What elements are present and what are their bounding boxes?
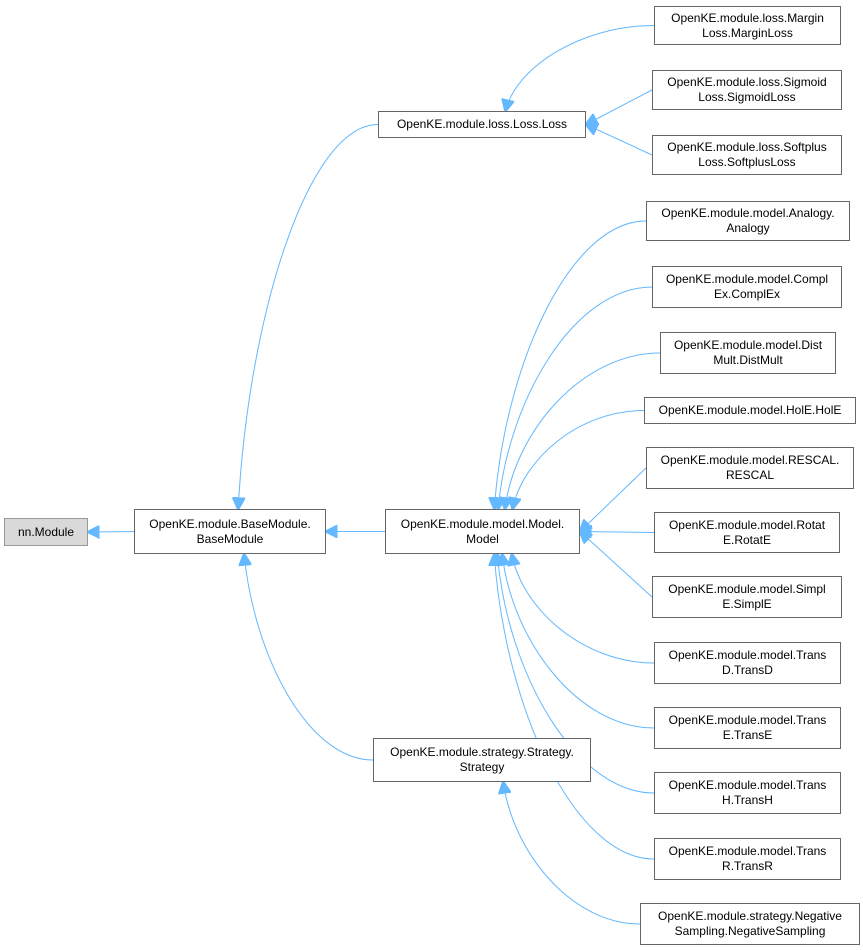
rescal-label-line2: RESCAL <box>725 468 775 482</box>
strategy-label-line2: Strategy <box>459 760 505 774</box>
complex-label-line1: OpenKE.module.model.Compl <box>665 272 829 286</box>
transh-node[interactable]: OpenKE.module.model.Trans H.TransH <box>654 772 841 814</box>
base-module-label-line1: OpenKE.module.BaseModule. <box>149 516 311 531</box>
softplus-loss-node[interactable]: OpenKE.module.loss.Softplus Loss.Softplu… <box>652 135 842 175</box>
complex-node[interactable]: OpenKE.module.model.Compl Ex.ComplEx <box>652 266 842 308</box>
rescal-label-line1: OpenKE.module.model.RESCAL. <box>660 453 840 467</box>
simple-node[interactable]: OpenKE.module.model.Simpl E.SimplE <box>652 576 842 618</box>
edge-base_module-to-nn_module <box>88 532 135 533</box>
transe-node[interactable]: OpenKE.module.model.Trans E.TransE <box>654 707 841 749</box>
complex-label-line2: Ex.ComplEx <box>713 287 781 301</box>
edge-softplus_loss-to-loss <box>586 125 653 156</box>
negative-sampling-label-line2: Sampling.NegativeSampling <box>674 924 826 938</box>
transd-node[interactable]: OpenKE.module.model.Trans D.TransD <box>654 642 841 684</box>
edge-negative_sampling-to-strategy <box>503 782 641 925</box>
simple-label-line1: OpenKE.module.model.Simpl <box>668 582 826 596</box>
edge-simple-to-model <box>580 532 653 598</box>
edge-transe-to-model <box>502 554 655 729</box>
edge-analogy-to-model <box>494 220 647 509</box>
transr-label-line1: OpenKE.module.model.Trans <box>668 844 827 858</box>
analogy-label-line1: OpenKE.module.model.Analogy. <box>661 206 835 220</box>
edge-sigmoid_loss-to-loss <box>586 89 653 125</box>
edge-complex-to-model <box>498 286 653 509</box>
margin-loss-label-line1: OpenKE.module.loss.Margin <box>671 10 824 25</box>
hole-label: OpenKE.module.model.HolE.HolE <box>658 403 842 417</box>
transe-label-line1: OpenKE.module.model.Trans <box>668 713 827 727</box>
transr-node[interactable]: OpenKE.module.model.Trans R.TransR <box>654 838 841 880</box>
margin-loss-label-line2: Loss.MarginLoss <box>702 25 793 40</box>
model-node[interactable]: OpenKE.module.model.Model. Model <box>385 509 580 554</box>
distmult-node[interactable]: OpenKE.module.model.Dist Mult.DistMult <box>660 332 836 374</box>
transd-label-line1: OpenKE.module.model.Trans <box>668 648 827 662</box>
loss-node[interactable]: OpenKE.module.loss.Loss.Loss <box>378 111 586 138</box>
rescal-node[interactable]: OpenKE.module.model.RESCAL. RESCAL <box>646 447 854 489</box>
hole-node[interactable]: OpenKE.module.model.HolE.HolE <box>644 397 856 424</box>
transr-label-line2: R.TransR <box>722 859 773 873</box>
edge-margin_loss-to-loss <box>505 25 655 112</box>
edge-transd-to-model <box>512 554 655 664</box>
analogy-label-line2: Analogy <box>726 221 770 235</box>
distmult-label-line1: OpenKE.module.model.Dist <box>673 338 823 352</box>
rotate-node[interactable]: OpenKE.module.model.Rotat E.RotatE <box>654 512 840 553</box>
negative-sampling-label-line1: OpenKE.module.strategy.Negative <box>658 909 842 923</box>
transh-label-line1: OpenKE.module.model.Trans <box>668 778 827 792</box>
edge-transh-to-model <box>497 554 655 794</box>
nn-module-node: nn.Module <box>4 518 88 546</box>
analogy-node[interactable]: OpenKE.module.model.Analogy. Analogy <box>646 201 850 241</box>
loss-label: OpenKE.module.loss.Loss.Loss <box>396 117 568 131</box>
rotate-label-line2: E.RotatE <box>722 532 772 547</box>
base-module-label-line2: BaseModule <box>196 531 264 546</box>
softplus-loss-label-line1: OpenKE.module.loss.Softplus <box>667 140 827 154</box>
transd-label-line2: D.TransD <box>722 663 773 677</box>
sigmoid-loss-label-line2: Loss.SigmoidLoss <box>698 90 796 104</box>
simple-label-line2: E.SimplE <box>722 597 772 611</box>
distmult-label-line2: Mult.DistMult <box>713 353 783 367</box>
edge-strategy-to-base_module <box>244 554 374 761</box>
softplus-loss-label-line2: Loss.SoftplusLoss <box>698 155 796 169</box>
model-label-line1: OpenKE.module.model.Model. <box>400 516 565 531</box>
sigmoid-loss-label-line1: OpenKE.module.loss.Sigmoid <box>667 75 827 89</box>
nn-module-label: nn.Module <box>17 524 75 539</box>
sigmoid-loss-node[interactable]: OpenKE.module.loss.Sigmoid Loss.SigmoidL… <box>652 70 842 110</box>
edge-loss-to-base_module <box>238 124 379 510</box>
strategy-node[interactable]: OpenKE.module.strategy.Strategy. Strateg… <box>373 738 591 782</box>
margin-loss-node[interactable]: OpenKE.module.loss.Margin Loss.MarginLos… <box>654 6 841 45</box>
model-label-line2: Model <box>466 531 499 546</box>
strategy-label-line1: OpenKE.module.strategy.Strategy. <box>390 745 574 759</box>
transe-label-line2: E.TransE <box>722 728 773 742</box>
rotate-label-line1: OpenKE.module.model.Rotat <box>668 517 826 532</box>
edge-rotate-to-model <box>580 532 655 533</box>
edge-distmult-to-model <box>505 352 661 509</box>
edge-rescal-to-model <box>580 467 647 532</box>
transh-label-line2: H.TransH <box>722 793 773 807</box>
negative-sampling-node[interactable]: OpenKE.module.strategy.Negative Sampling… <box>640 903 860 945</box>
base-module-node[interactable]: OpenKE.module.BaseModule. BaseModule <box>134 509 326 554</box>
edge-hole-to-model <box>513 410 645 510</box>
edge-transr-to-model <box>494 554 655 860</box>
